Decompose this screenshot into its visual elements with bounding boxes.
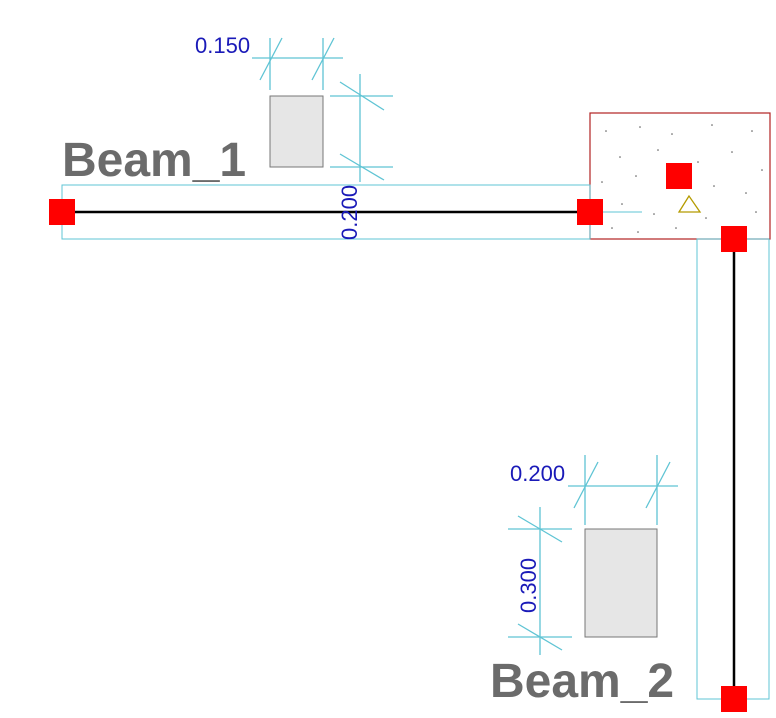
beam2-height-dimension — [508, 507, 572, 655]
beam2-width-dimension — [568, 455, 678, 525]
beam1-width-label: 0.150 — [195, 33, 250, 58]
support-triangle-icon[interactable] — [677, 194, 702, 213]
beam2-end-node[interactable] — [721, 686, 747, 712]
beam1-start-node[interactable] — [49, 199, 75, 225]
beam1-height-label: 0.200 — [337, 185, 362, 240]
column-node[interactable] — [666, 163, 692, 189]
beam1-height-dimension — [330, 74, 393, 182]
column-hatch-dots — [601, 124, 763, 233]
beam2-start-node[interactable] — [721, 226, 747, 252]
beam1-end-node[interactable] — [577, 199, 603, 225]
beam1-width-dimension — [252, 37, 343, 90]
beam2-section[interactable] — [584, 528, 658, 638]
beam1-section[interactable] — [269, 95, 324, 168]
beam1-label[interactable]: Beam_1 — [62, 134, 246, 187]
beam2-width-label: 0.200 — [510, 461, 565, 486]
beam2-height-label: 0.300 — [516, 558, 541, 613]
beam2-label[interactable]: Beam_2 — [490, 655, 674, 708]
